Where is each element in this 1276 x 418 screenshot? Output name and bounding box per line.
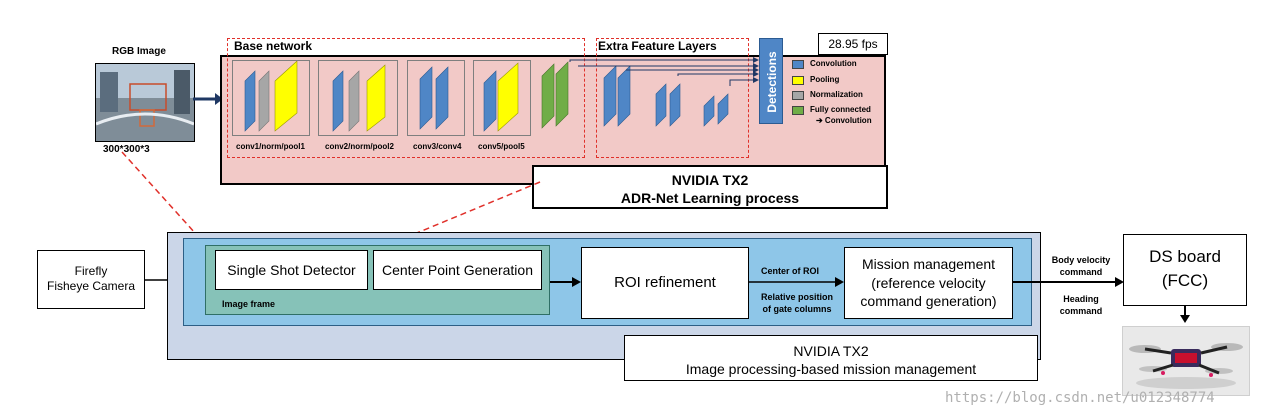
mission-line3: command generation)	[860, 293, 997, 309]
ds-board-line2: (FCC)	[1161, 271, 1209, 290]
input-size-label: 300*300*3	[103, 144, 150, 155]
heading-line1: Heading	[1063, 294, 1099, 304]
single-shot-detector-box: Single Shot Detector	[215, 250, 368, 290]
base-network-label: Base network	[234, 39, 313, 53]
layer-group-4-label: conv5/pool5	[478, 142, 525, 151]
legend-normalization-swatch	[792, 91, 804, 100]
center-point-generation-box: Center Point Generation	[373, 250, 542, 290]
heading-line2: command	[1059, 306, 1103, 316]
roi-to-mission-arrow	[749, 277, 844, 287]
body-velocity-label: Body velocity command	[1040, 254, 1122, 278]
fully-connected-layers	[541, 61, 569, 129]
tx2-mission-title: NVIDIA TX2	[793, 343, 869, 359]
extra-feature-layer-blocks	[603, 65, 729, 127]
image-to-network-arrow	[193, 93, 223, 105]
legend-pooling-label: Pooling	[810, 75, 840, 84]
roi-refinement-box: ROI refinement	[581, 247, 749, 319]
drone-photo	[1122, 326, 1250, 396]
center-point-generation-label: Center Point Generation	[382, 262, 533, 278]
layer-group-2-label: conv2/norm/pool2	[325, 142, 394, 151]
legend-to-convolution-label: ➔ Convolution	[816, 116, 872, 125]
tx2-learning-subtitle: ADR-Net Learning process	[620, 190, 800, 206]
detections-label: Detections	[765, 51, 779, 113]
legend-fully-connected-label: Fully connected	[810, 105, 871, 114]
layer-group-1-label: conv1/norm/pool1	[236, 142, 305, 151]
camera-line1: Firefly	[74, 264, 108, 278]
fcc-to-drone-arrow	[1180, 306, 1190, 323]
roi-refinement-label: ROI refinement	[614, 274, 716, 291]
legend-convolution-label: Convolution	[810, 59, 857, 68]
mission-line1: Mission management	[861, 256, 996, 272]
mission-line2: (reference velocity	[871, 275, 986, 291]
relative-position-label: Relative position of gate columns	[752, 291, 842, 315]
detections-block: Detections	[759, 38, 783, 124]
layer-group-4	[473, 60, 531, 136]
relative-position-line2: of gate columns	[762, 304, 832, 314]
rgb-input-image	[95, 63, 195, 142]
camera-line2: Fisheye Camera	[46, 279, 136, 293]
fps-value: 28.95 fps	[828, 37, 878, 51]
extra-layers-label: Extra Feature Layers	[598, 39, 717, 53]
tx2-mission-subtitle: Image processing-based mission managemen…	[685, 361, 977, 377]
base-network-region	[227, 38, 585, 158]
rgb-image-title: RGB Image	[112, 46, 166, 57]
ds-board-line1: DS board	[1149, 247, 1221, 266]
layer-group-3	[407, 60, 465, 136]
camera-box: Firefly Fisheye Camera	[37, 250, 145, 309]
fps-box: 28.95 fps	[818, 33, 888, 55]
legend-convolution-swatch	[792, 60, 804, 69]
watermark: https://blog.csdn.net/u012348774	[945, 390, 1215, 406]
legend-normalization-label: Normalization	[810, 90, 863, 99]
layer-group-3-label: conv3/conv4	[413, 142, 462, 151]
frame-to-roi-arrow	[550, 277, 581, 287]
body-velocity-line2: command	[1059, 267, 1103, 277]
heading-label: Heading command	[1040, 293, 1122, 317]
layer-group-1	[232, 60, 310, 136]
body-velocity-line1: Body velocity	[1051, 255, 1111, 265]
center-of-roi-label: Center of ROI	[761, 266, 820, 276]
single-shot-detector-label: Single Shot Detector	[227, 262, 356, 278]
relative-position-line1: Relative position	[760, 292, 833, 302]
mission-management-box: Mission management (reference velocity c…	[844, 247, 1013, 319]
legend-fully-connected-swatch	[792, 106, 804, 115]
tx2-learning-label-box: NVIDIA TX2 ADR-Net Learning process	[532, 165, 888, 209]
legend-pooling-swatch	[792, 76, 804, 85]
image-frame-label: Image frame	[222, 299, 276, 309]
extra-layers-region	[596, 38, 749, 158]
layer-group-2	[318, 60, 398, 136]
mission-to-fcc-arrow	[1013, 277, 1124, 287]
ds-board-box: DS board (FCC)	[1123, 234, 1247, 306]
tx2-learning-title: NVIDIA TX2	[671, 172, 749, 188]
tx2-mission-label-box: NVIDIA TX2 Image processing-based missio…	[624, 335, 1038, 381]
detection-arrows	[569, 57, 759, 86]
